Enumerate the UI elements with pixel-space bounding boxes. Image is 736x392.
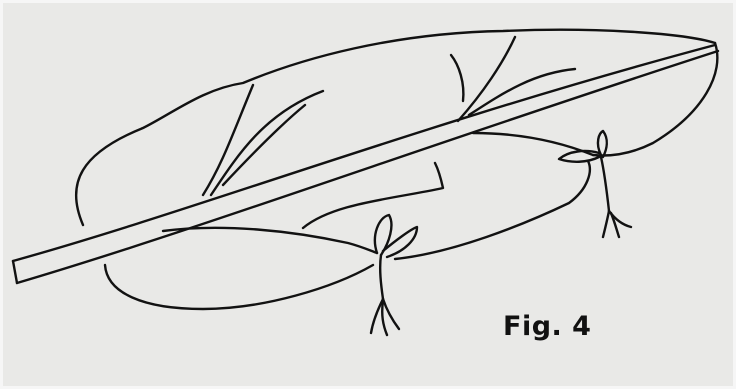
leaf-lower-right-outline	[395, 161, 590, 259]
leaf-tip-outline	[593, 43, 717, 156]
plantlet-left-root-2	[383, 299, 399, 329]
upper-vein-right-2	[469, 69, 575, 115]
plantlet-left-leaf-a	[375, 215, 392, 255]
leaf-lower-outline	[105, 265, 373, 309]
plantlet-right-root-1	[603, 211, 609, 237]
upper-vein-right-3	[451, 55, 463, 101]
leaf-drawing	[3, 3, 736, 392]
plantlet-left-root-1	[371, 299, 383, 333]
lower-vein-left	[163, 228, 377, 253]
figure-caption: Fig. 4	[503, 311, 591, 342]
plantlet-right-leaf-b	[559, 151, 599, 162]
leaf-upper-outline	[76, 30, 715, 225]
stalk-end	[13, 261, 17, 283]
leaf-inner-fold	[303, 163, 443, 228]
midrib-top-line	[13, 45, 715, 261]
plantlet-right-stem	[601, 157, 609, 211]
plantlet-left-stem	[380, 255, 383, 299]
upper-vein-right-1	[458, 37, 515, 121]
